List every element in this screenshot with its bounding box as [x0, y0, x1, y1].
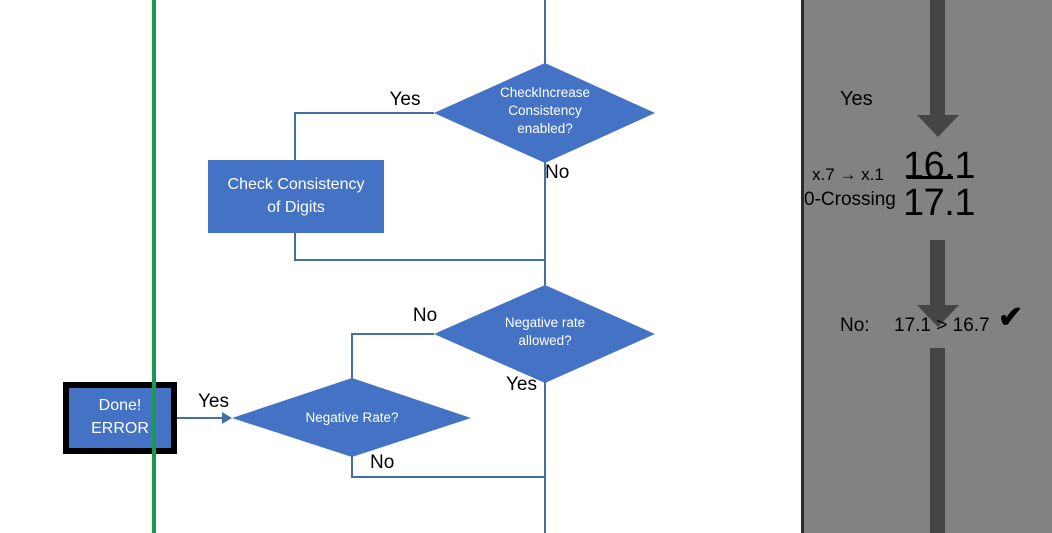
arrow-top-head: [917, 115, 959, 137]
decision-checkincrease-shape: [434, 63, 655, 163]
panel-value-struck: 16.1: [903, 145, 975, 187]
panel-comparison-label: 17.1 > 16.7: [894, 315, 990, 336]
panel-no-label: No:: [840, 315, 870, 336]
connector-checkconsistency-return: [294, 233, 545, 261]
panel-arrows: [917, 0, 959, 533]
connector-checkincrease-yes: [294, 112, 434, 160]
panel-ratio-label: x.7 → x.1: [812, 165, 884, 184]
arrow-middle-shaft: [930, 240, 945, 305]
process-checkconsistency-shape: [208, 160, 384, 233]
decision-negrateallowed-shape: [434, 285, 655, 383]
arrowhead-to-negrate: [222, 412, 232, 424]
flowchart-area: CheckIncrease Consistency enabled? Check…: [63, 0, 655, 533]
arrow-top-shaft: [930, 0, 945, 115]
strikethrough-line: [907, 176, 953, 179]
detail-panel: Yes x.7 → x.1 0-Crossing 16.1 17.1 No: 1…: [801, 0, 1052, 533]
decision-negrate-shape: [232, 378, 471, 457]
arrow-bottom-shaft: [930, 348, 945, 533]
panel-value-current: 17.1: [903, 182, 975, 224]
panel-zero-crossing-label: 0-Crossing: [804, 189, 896, 210]
connector-negrateallowed-no: [351, 333, 434, 379]
flowchart-graphics: [63, 0, 655, 533]
terminator-doneerror-shape: [63, 382, 177, 454]
connector-negrate-no: [351, 456, 545, 478]
arrow-middle-head: [917, 305, 959, 327]
check-mark-icon: ✔: [998, 301, 1024, 334]
panel-yes-label: Yes: [840, 88, 873, 110]
